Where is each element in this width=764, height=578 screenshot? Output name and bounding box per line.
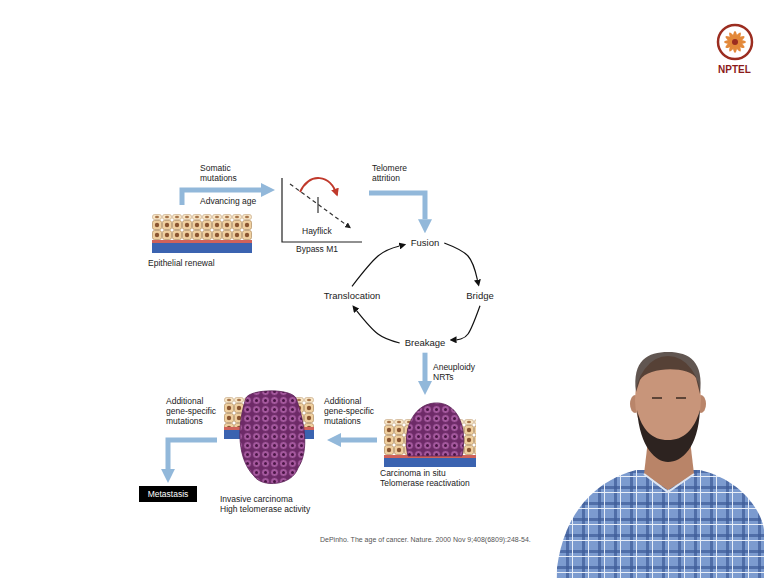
cycle-arrow [357, 311, 400, 343]
node-text: Translocation [324, 290, 381, 301]
nptel-logo [718, 25, 752, 59]
cycle-arrow [444, 243, 477, 280]
arrow-note: Advancing age [200, 196, 256, 206]
arrow-note-box: Advancing age [200, 196, 256, 206]
node-text: Epithelial renewal [148, 258, 256, 268]
edge-label-box: Telomere attrition [372, 163, 418, 183]
citation: DePinho. The age of cancer. Nature. 2000… [320, 536, 531, 544]
node-text: Bridge [466, 290, 493, 301]
flow-arrow [168, 440, 217, 469]
node-text: Hayflick [302, 226, 366, 236]
citation-box: DePinho. The age of cancer. Nature. 2000… [320, 536, 531, 544]
cycle-step: Translocation [322, 289, 383, 302]
node-subtext: Bypass M1 [296, 244, 366, 254]
cycle-step: Bridge [464, 289, 495, 302]
edge-label: Aneuploidy NRTs [433, 362, 481, 382]
node-text: Metastasis [148, 489, 189, 499]
node-subtext: High telomerase activity [220, 504, 324, 514]
edge-label: Somatic mutations [200, 163, 246, 183]
epithelium-illustration [152, 240, 252, 243]
node-text: Fusion [411, 237, 440, 248]
invasive-carcinoma-illustration [240, 391, 305, 484]
logo-text-box: NPTEL [718, 64, 751, 76]
node-subtext: Telomerase reactivation [380, 478, 484, 488]
flow-arrow [341, 438, 377, 443]
cycle-step: Fusion [409, 236, 442, 249]
cycle-arrow [352, 246, 399, 286]
edge-label-box: Aneuploidy NRTs [433, 362, 481, 382]
edge-label: Telomere attrition [372, 163, 418, 183]
hayflick-graph [300, 178, 337, 195]
nptel-logo [718, 25, 752, 59]
edge-label-box: Additional gene-specific mutations [324, 396, 380, 427]
edge-label-box: Somatic mutations [200, 163, 246, 183]
presenter-figure [637, 410, 700, 462]
nptel-logo [724, 40, 746, 45]
nptel-logo [732, 39, 738, 45]
hayflick-graph [317, 197, 318, 213]
hayflick-graph [290, 184, 350, 228]
terminal-box: Metastasis [139, 486, 198, 502]
epithelium-illustration [152, 243, 252, 253]
carcinoma-in-situ-illustration [384, 458, 476, 467]
presenter-figure [556, 470, 764, 578]
epithelium-illustration [152, 214, 252, 253]
cycle-step: Breakage [403, 336, 448, 349]
graph-node: HayflickBypass M1 [278, 176, 366, 254]
edge-label: Additional gene-specific mutations [324, 396, 380, 427]
edge-label-box: Additional gene-specific mutations [166, 396, 218, 427]
invasive-carcinoma-illustration [224, 391, 314, 484]
nptel-logo [724, 34, 746, 49]
presenter-figure [676, 397, 686, 399]
flow-arrow [369, 193, 425, 219]
flow-arrow [422, 353, 427, 381]
carcinoma-in-situ-illustration [384, 403, 476, 467]
edge-label: Additional gene-specific mutations [166, 396, 218, 427]
illustration-node: Epithelial renewal [148, 208, 256, 268]
logo-text: NPTEL [718, 64, 751, 76]
presenter-figure [635, 352, 700, 394]
node-text: Breakage [405, 337, 446, 348]
nptel-logo [727, 31, 742, 53]
epithelium-illustration [152, 220, 252, 240]
node-text: Carcinoma in situ [380, 468, 484, 478]
presenter-figure [644, 474, 694, 492]
carcinoma-in-situ-illustration [406, 403, 463, 456]
illustration-node: Invasive carcinomaHigh telomerase activi… [220, 390, 324, 514]
presenter-figure [556, 352, 764, 578]
nptel-logo [733, 31, 738, 53]
nptel-logo [724, 34, 746, 49]
cycle-arrow [457, 306, 480, 340]
epithelium-illustration [152, 214, 252, 220]
illustration-node: Carcinoma in situTelomerase reactivation [380, 398, 484, 488]
node-text: Invasive carcinoma [220, 494, 324, 504]
presenter-figure [652, 397, 662, 399]
